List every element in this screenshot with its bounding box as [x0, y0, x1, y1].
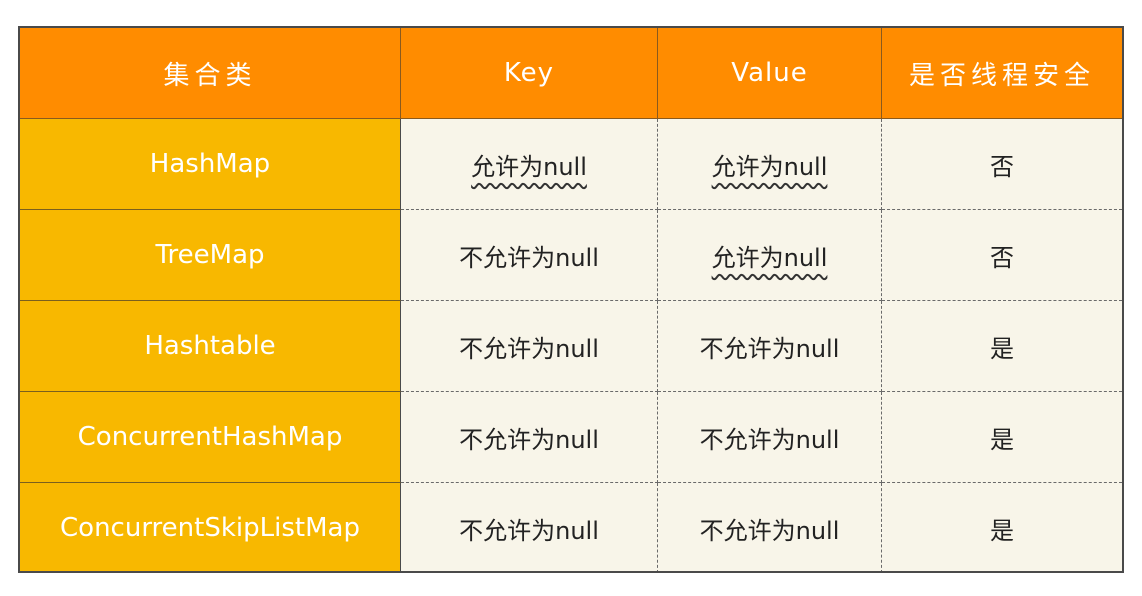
thread-safe-value: 否: [990, 152, 1014, 181]
header-key: Key: [401, 28, 658, 119]
row-name-cell: ConcurrentSkipListMap: [20, 483, 401, 571]
value-null-policy: 不允许为null: [699, 425, 840, 454]
key-cell: 不允许为null: [401, 483, 658, 571]
value-cell: 不允许为null: [658, 483, 882, 571]
thread-safe-value: 是: [990, 334, 1014, 363]
row-name-cell: Hashtable: [20, 301, 401, 392]
header-collection-class: 集合类: [20, 28, 401, 119]
value-null-policy: 不允许为null: [699, 516, 840, 545]
value-null-policy: 允许为null: [711, 243, 828, 272]
key-cell: 不允许为null: [401, 392, 658, 483]
header-value: Value: [658, 28, 882, 119]
collection-name: TreeMap: [155, 240, 265, 270]
key-cell: 允许为null: [401, 119, 658, 210]
thread-safe-cell: 是: [882, 483, 1122, 571]
collection-name: ConcurrentHashMap: [77, 422, 343, 452]
value-cell: 不允许为null: [658, 392, 882, 483]
value-null-policy: 允许为null: [711, 152, 828, 181]
key-null-policy: 不允许为null: [459, 334, 599, 363]
row-name-cell: HashMap: [20, 119, 401, 210]
value-cell: 允许为null: [658, 119, 882, 210]
thread-safe-value: 是: [990, 516, 1014, 545]
row-name-cell: TreeMap: [20, 210, 401, 301]
collection-name: HashMap: [149, 149, 271, 179]
key-cell: 不允许为null: [401, 210, 658, 301]
thread-safe-cell: 是: [882, 301, 1122, 392]
thread-safe-cell: 否: [882, 119, 1122, 210]
key-null-policy: 允许为null: [471, 152, 587, 181]
collection-name: Hashtable: [144, 331, 276, 361]
key-null-policy: 不允许为null: [459, 516, 599, 545]
key-null-policy: 不允许为null: [459, 425, 599, 454]
thread-safe-cell: 是: [882, 392, 1122, 483]
value-cell: 不允许为null: [658, 301, 882, 392]
value-null-policy: 不允许为null: [699, 334, 840, 363]
key-null-policy: 不允许为null: [459, 243, 599, 272]
thread-safe-value: 是: [990, 425, 1014, 454]
row-name-cell: ConcurrentHashMap: [20, 392, 401, 483]
header-thread-safe: 是否线程安全: [882, 28, 1122, 119]
value-cell: 允许为null: [658, 210, 882, 301]
thread-safe-cell: 否: [882, 210, 1122, 301]
collection-name: ConcurrentSkipListMap: [60, 513, 360, 543]
map-comparison-table: 集合类 Key Value 是否线程安全 HashMap 允许为null 允许为…: [18, 26, 1124, 573]
thread-safe-value: 否: [990, 243, 1014, 272]
key-cell: 不允许为null: [401, 301, 658, 392]
